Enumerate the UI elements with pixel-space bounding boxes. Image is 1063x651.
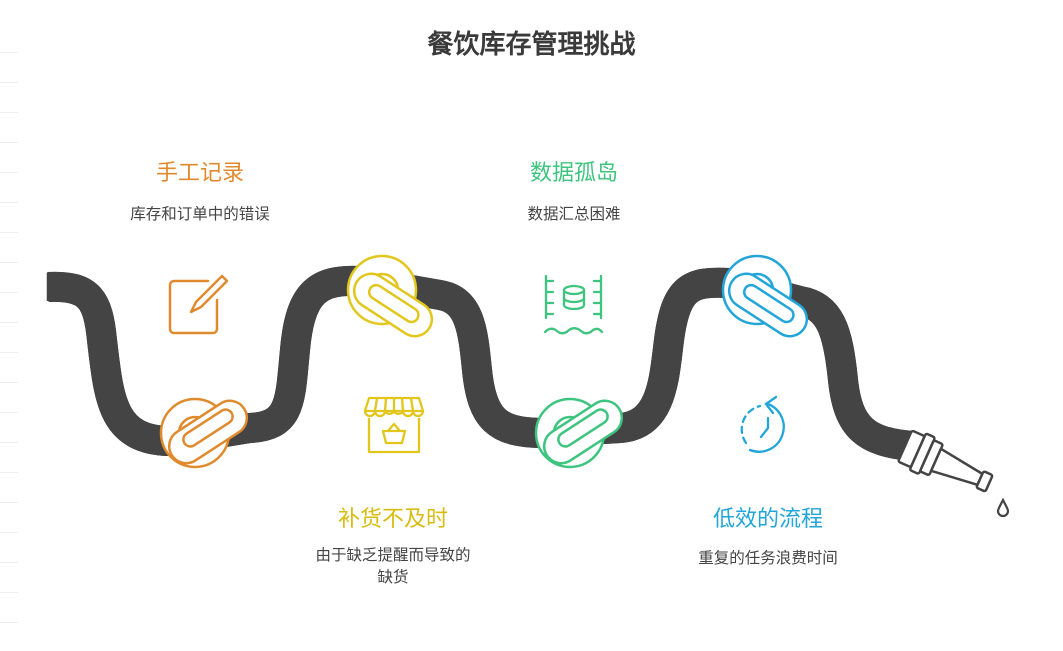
shop-basket-icon xyxy=(363,396,425,454)
edge-line xyxy=(0,412,18,413)
item-label-manual-records: 手工记录 xyxy=(155,161,244,186)
knot-green xyxy=(534,397,624,469)
item-desc-late-restock: 由于缺乏提醒而导致的 xyxy=(315,546,471,564)
water-drop-icon xyxy=(996,497,1010,518)
edge-line xyxy=(0,322,18,323)
edge-line xyxy=(0,502,18,503)
edge-line xyxy=(0,172,18,173)
edge-line xyxy=(0,262,18,263)
edge-line xyxy=(0,202,18,203)
page-title: 餐饮库存管理挑战 xyxy=(427,30,636,60)
item-desc-manual-records: 库存和订单中的错误 xyxy=(130,205,270,223)
edge-line xyxy=(0,52,18,53)
edge-line xyxy=(0,82,18,83)
pencil-square-icon xyxy=(168,274,229,335)
item-desc-inefficient-process: 重复的任务浪费时间 xyxy=(698,549,838,567)
edge-line xyxy=(0,352,18,353)
edge-line xyxy=(0,532,18,533)
clock-history-icon xyxy=(740,395,785,453)
item-desc-late-restock-line2: 缺货 xyxy=(377,568,409,586)
item-label-late-restock: 补货不及时 xyxy=(337,507,448,532)
edge-line xyxy=(0,142,18,143)
edge-line xyxy=(0,592,18,593)
item-label-inefficient-process: 低效的流程 xyxy=(712,507,823,532)
item-desc-data-silos: 数据汇总困难 xyxy=(527,205,621,223)
edge-line xyxy=(0,472,18,473)
edge-line xyxy=(0,382,18,383)
knot-orange xyxy=(159,397,249,469)
edge-line xyxy=(0,292,18,293)
edge-line xyxy=(0,442,18,443)
hose xyxy=(48,273,912,446)
knot-yellow xyxy=(346,254,434,338)
hose-nozzle xyxy=(897,429,994,493)
item-label-data-silos: 数据孤岛 xyxy=(529,161,618,186)
knot-blue xyxy=(721,254,809,338)
edge-line xyxy=(0,562,18,563)
edge-line xyxy=(0,622,18,623)
edge-line xyxy=(0,112,18,113)
database-island-icon xyxy=(543,274,604,335)
edge-line xyxy=(0,232,18,233)
